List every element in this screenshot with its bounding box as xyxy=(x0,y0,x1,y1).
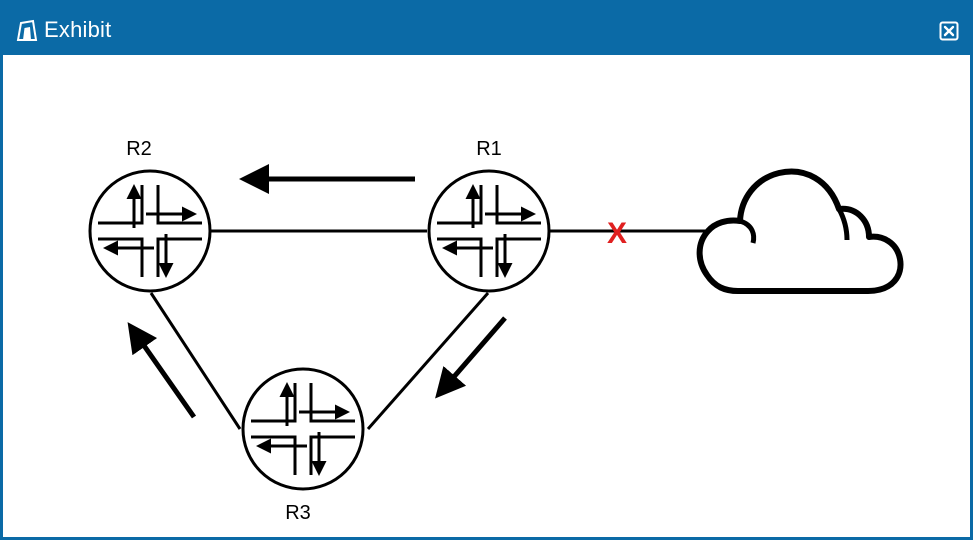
link-failure-mark: X xyxy=(607,217,627,250)
router-r1 xyxy=(427,169,551,293)
flow-arrow-r3-to-r2 xyxy=(127,322,197,419)
cloud-detail xyxy=(739,218,757,244)
cloud-detail xyxy=(836,207,850,241)
title-bar: Exhibit xyxy=(3,3,970,55)
router-label-r3: R3 xyxy=(285,502,311,524)
router-icon xyxy=(437,185,541,277)
flow-arrow-r1-to-r3 xyxy=(435,316,507,399)
diagram-canvas: X R2 xyxy=(3,55,970,537)
close-icon[interactable] xyxy=(939,21,959,41)
cloud-icon xyxy=(696,168,904,294)
router-r3 xyxy=(241,367,365,491)
link-r1-r3 xyxy=(366,292,490,430)
network-diagram: X R2 xyxy=(88,138,904,524)
router-icon xyxy=(98,185,202,277)
window-title: Exhibit xyxy=(44,17,112,42)
router-r2 xyxy=(88,169,212,293)
router-label-r2: R2 xyxy=(126,138,152,160)
link-r3-r2 xyxy=(149,292,242,430)
router-label-r1: R1 xyxy=(476,138,502,160)
exhibit-icon xyxy=(16,19,38,41)
router-icon xyxy=(251,383,355,475)
